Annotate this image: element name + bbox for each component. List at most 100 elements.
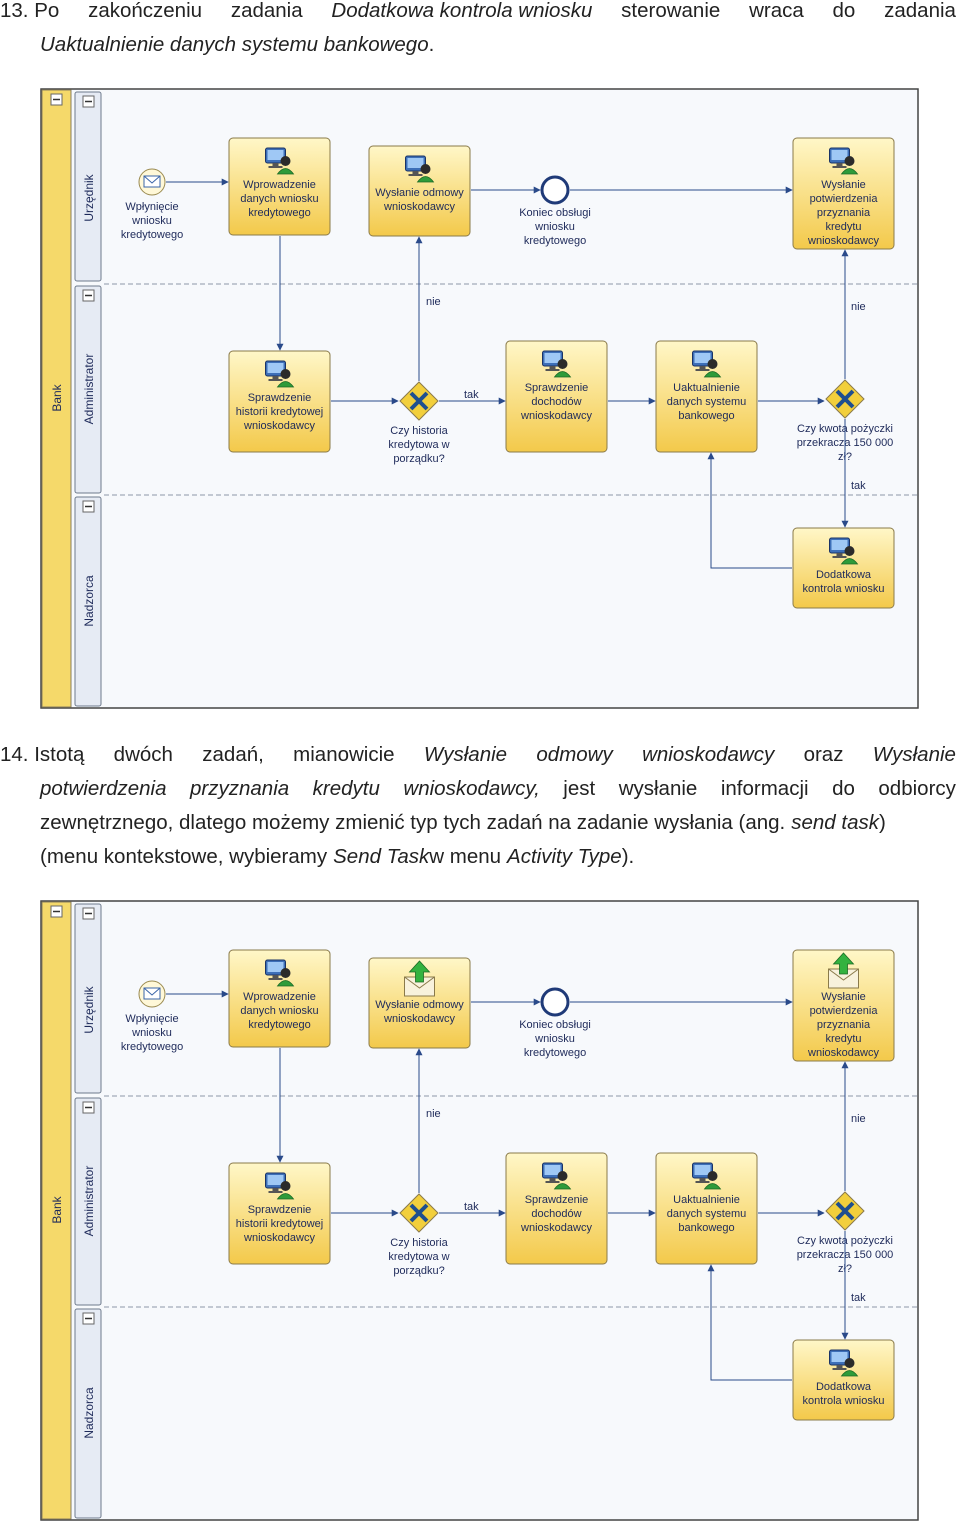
user-task-icon bbox=[829, 537, 859, 565]
step-13-line-1: 13. Po zakończeniu zadania Dodatkowa kon… bbox=[0, 0, 956, 28]
collapse-lane-icon[interactable] bbox=[82, 907, 95, 920]
step-14-paragraph: 14. Istotą dwóch zadań, mianowicie Wysła… bbox=[0, 738, 956, 874]
flow-label-tak: tak bbox=[851, 1292, 866, 1304]
user-task-icon bbox=[829, 1349, 859, 1377]
task-uaktualnienie-label: danych systemu bbox=[667, 1208, 746, 1220]
task-wprowadzenie-label: danych wniosku bbox=[240, 193, 318, 205]
task-sprawdzenie-dochodow-label: Sprawdzenie bbox=[525, 382, 589, 394]
flow-label-tak: tak bbox=[464, 389, 479, 401]
lane-label: Urzędnik bbox=[82, 173, 96, 221]
gateway-historia-label: kredytowa w bbox=[388, 1251, 449, 1263]
task-wyslanie-potwierdzenia-label: przyznania bbox=[817, 207, 871, 219]
task-wyslanie-potwierdzenia-label: wnioskodawcy bbox=[807, 1047, 879, 1059]
sequence-flow bbox=[707, 1264, 792, 1381]
lane-label: Administrator bbox=[82, 1166, 96, 1237]
flow-label-nie: nie bbox=[851, 1113, 866, 1125]
lane-1[interactable]: Urzędnik bbox=[74, 903, 102, 1094]
task-sprawdzenie-dochodow-label: wnioskodawcy bbox=[520, 410, 592, 422]
flow-label-nie: nie bbox=[426, 1108, 441, 1120]
task-wprowadzenie-label: danych wniosku bbox=[240, 1005, 318, 1017]
user-task-icon bbox=[829, 147, 859, 175]
task-wyslanie-potwierdzenia-label: przyznania bbox=[817, 1019, 871, 1031]
user-task-icon bbox=[265, 360, 295, 388]
message-icon bbox=[143, 987, 161, 1000]
task-dodatkowa-kontrola-label: Dodatkowa bbox=[816, 1381, 872, 1393]
task-wyslanie-potwierdzenia[interactable]: Wysłaniepotwierdzeniaprzyznaniakredytuwn… bbox=[792, 137, 895, 250]
lane-1[interactable]: Urzędnik bbox=[74, 91, 102, 282]
collapse-pool-icon[interactable] bbox=[50, 93, 63, 106]
task-dodatkowa-kontrola-label: kontrola wniosku bbox=[803, 1395, 885, 1407]
user-task-icon bbox=[692, 1162, 722, 1190]
pool-bank[interactable]: Bank bbox=[41, 901, 72, 1520]
task-sprawdzenie-historii-label: Sprawdzenie bbox=[248, 392, 312, 404]
start-event-label: Wpłynięcie bbox=[125, 1013, 178, 1025]
task-wprowadzenie-label: Wprowadzenie bbox=[243, 179, 316, 191]
task-wyslanie-odmowy-label: Wysłanie odmowy bbox=[375, 999, 464, 1011]
pool-label: Bank bbox=[50, 383, 64, 411]
gateway-historia-label: Czy historia bbox=[390, 1237, 448, 1249]
task-wyslanie-potwierdzenia[interactable]: Wysłaniepotwierdzeniaprzyznaniakredytuwn… bbox=[792, 949, 895, 1062]
start-event-label: wniosku bbox=[131, 215, 172, 227]
lane-2[interactable]: Administrator bbox=[74, 1097, 102, 1306]
collapse-lane-icon[interactable] bbox=[82, 500, 95, 513]
collapse-pool-icon[interactable] bbox=[50, 905, 63, 918]
user-task-icon bbox=[542, 1162, 572, 1190]
task-wyslanie-potwierdzenia-label: kredytu bbox=[825, 1033, 861, 1045]
collapse-lane-icon[interactable] bbox=[82, 289, 95, 302]
exclusive-gateway-icon bbox=[409, 1203, 429, 1223]
task-uaktualnienie-label: bankowego bbox=[678, 410, 734, 422]
lane-2[interactable]: Administrator bbox=[74, 285, 102, 494]
task-wyslanie-potwierdzenia-label: potwierdzenia bbox=[810, 193, 879, 205]
step-14-line-4: (menu kontekstowe, wybieramy Send Task w… bbox=[40, 845, 635, 868]
lane-3[interactable]: Nadzorca bbox=[74, 496, 102, 707]
collapse-lane-icon[interactable] bbox=[82, 1101, 95, 1114]
task-uaktualnienie-label: Uaktualnienie bbox=[673, 382, 740, 394]
task-wyslanie-odmowy-label: wnioskodawcy bbox=[383, 201, 455, 213]
step-number: 14. bbox=[0, 743, 29, 766]
collapse-lane-icon[interactable] bbox=[82, 95, 95, 108]
start-event-label: Wpłynięcie bbox=[125, 201, 178, 213]
user-task-icon bbox=[265, 959, 295, 987]
end-event-label: wniosku bbox=[534, 1033, 575, 1045]
gateway-historia-label: kredytowa w bbox=[388, 439, 449, 451]
lane-label: Urzędnik bbox=[82, 985, 96, 1033]
task-sprawdzenie-historii-label: historii kredytowej bbox=[236, 406, 323, 418]
task-wyslanie-potwierdzenia-label: wnioskodawcy bbox=[807, 235, 879, 247]
send-task-icon bbox=[828, 952, 859, 989]
task-sprawdzenie-dochodow-label: Sprawdzenie bbox=[525, 1194, 589, 1206]
collapse-lane-icon[interactable] bbox=[82, 1312, 95, 1325]
lane-label: Nadzorca bbox=[82, 1387, 96, 1439]
task-dodatkowa-kontrola[interactable]: Dodatkowa kontrola wniosku bbox=[792, 1339, 895, 1421]
task-wyslanie-potwierdzenia-label: Wysłanie bbox=[821, 179, 866, 191]
task-wprowadzenie-label: kredytowego bbox=[248, 1019, 310, 1031]
task-wyslanie-potwierdzenia-label: potwierdzenia bbox=[810, 1005, 879, 1017]
flow-label-nie: nie bbox=[851, 301, 866, 313]
step-14-line-3: zewnętrznego, dlatego możemy zmienić typ… bbox=[40, 811, 886, 834]
task-reference: Dodatkowa kontrola wniosku bbox=[331, 0, 593, 22]
task-uaktualnienie-label: danych systemu bbox=[667, 396, 746, 408]
exclusive-gateway-icon bbox=[835, 389, 855, 409]
lane-3[interactable]: Nadzorca bbox=[74, 1308, 102, 1519]
pool-bank[interactable]: Bank bbox=[41, 89, 72, 708]
pool-label: Bank bbox=[50, 1195, 64, 1223]
task-sprawdzenie-historii-label: wnioskodawcy bbox=[243, 1232, 315, 1244]
task-sprawdzenie-dochodow-label: dochodów bbox=[531, 1208, 581, 1220]
start-event-label: wniosku bbox=[131, 1027, 172, 1039]
task-uaktualnienie[interactable]: Uaktualnienie danych systemu bankowego bbox=[655, 340, 758, 453]
